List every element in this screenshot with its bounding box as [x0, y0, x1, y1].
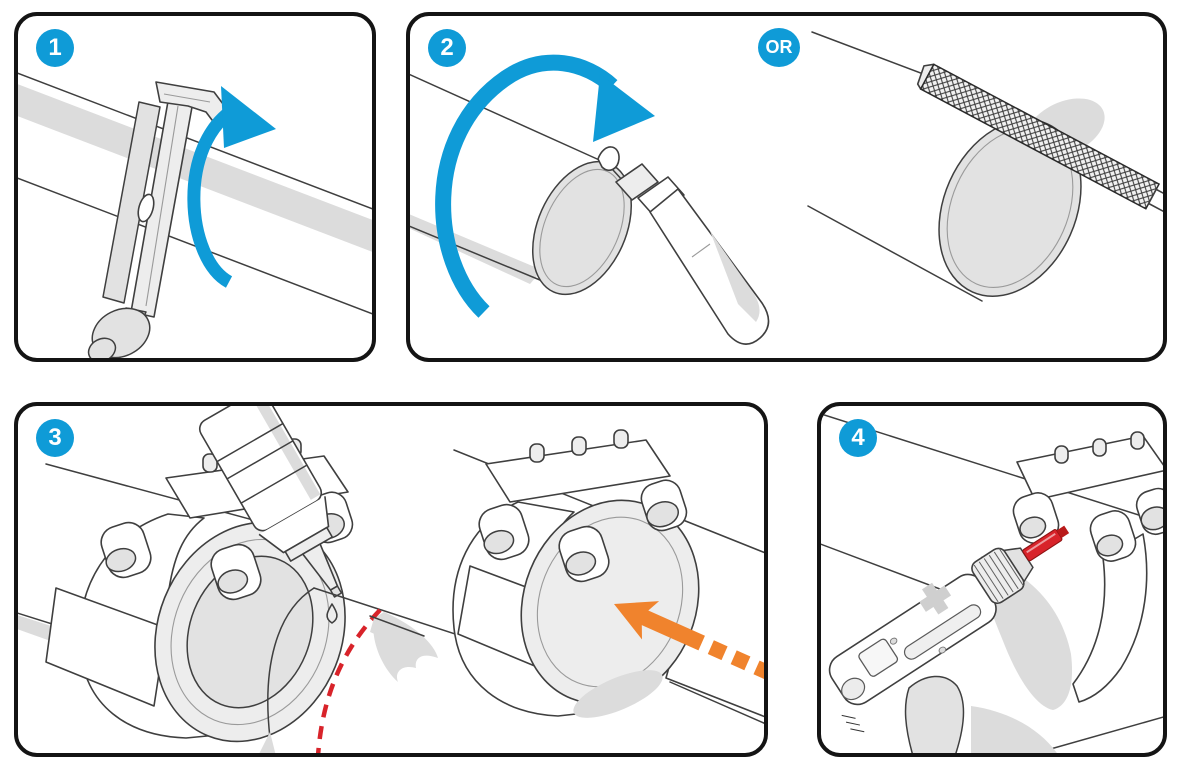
rotation-arrow-icon	[187, 86, 276, 288]
deburring-illustration	[410, 31, 1163, 345]
drill-shadow	[971, 706, 1057, 753]
red-screw-icon	[1022, 525, 1070, 562]
clamp-lug	[478, 503, 530, 561]
glue-line-dashed	[316, 608, 382, 753]
deburring-tool-icon	[597, 146, 770, 345]
insertion-arrow-icon	[614, 601, 764, 681]
clamp-lug	[100, 521, 152, 579]
pipe-end-face	[531, 160, 633, 296]
file-tool-icon	[916, 63, 1163, 217]
step-3-badge: 3	[36, 419, 74, 457]
step-1-panel: 1	[14, 12, 376, 362]
pipe-end-face	[938, 119, 1082, 297]
drill-butt-hatch	[841, 714, 865, 733]
pipe-cutter-icon	[87, 81, 234, 358]
drill-chuck	[971, 547, 1034, 605]
rotation-arrow-icon	[435, 54, 655, 318]
coupling-clamp-icon	[452, 429, 700, 718]
or-badge: OR	[758, 28, 800, 67]
drill-plus-mark	[919, 582, 952, 615]
clamp-lug	[640, 479, 688, 532]
clamp-lug	[558, 525, 610, 583]
clamp-lug	[1135, 487, 1163, 536]
step-2-panel: 2 OR	[406, 12, 1167, 362]
clamp-lug	[1089, 510, 1137, 562]
clamp-lug	[210, 543, 262, 601]
coupling-clamp-icon	[45, 438, 354, 743]
pipe-right	[807, 31, 1105, 302]
drill-illustration	[821, 413, 1163, 753]
adhesive-drop-icon	[326, 603, 338, 624]
pipe-cutter-illustration	[18, 72, 372, 358]
power-drill-icon	[828, 525, 1070, 733]
drill-grip	[904, 675, 965, 753]
step-1-badge: 1	[36, 29, 74, 67]
adhesive-bottle-icon	[198, 406, 343, 598]
step-4-badge: 4	[839, 419, 877, 457]
step-4-panel: 4	[817, 402, 1167, 757]
adhesive-and-coupling-illustration	[18, 406, 764, 753]
step-3-panel: 3	[14, 402, 768, 757]
coupling-clamp-icon	[1012, 431, 1163, 703]
step-2-badge: 2	[428, 29, 466, 67]
